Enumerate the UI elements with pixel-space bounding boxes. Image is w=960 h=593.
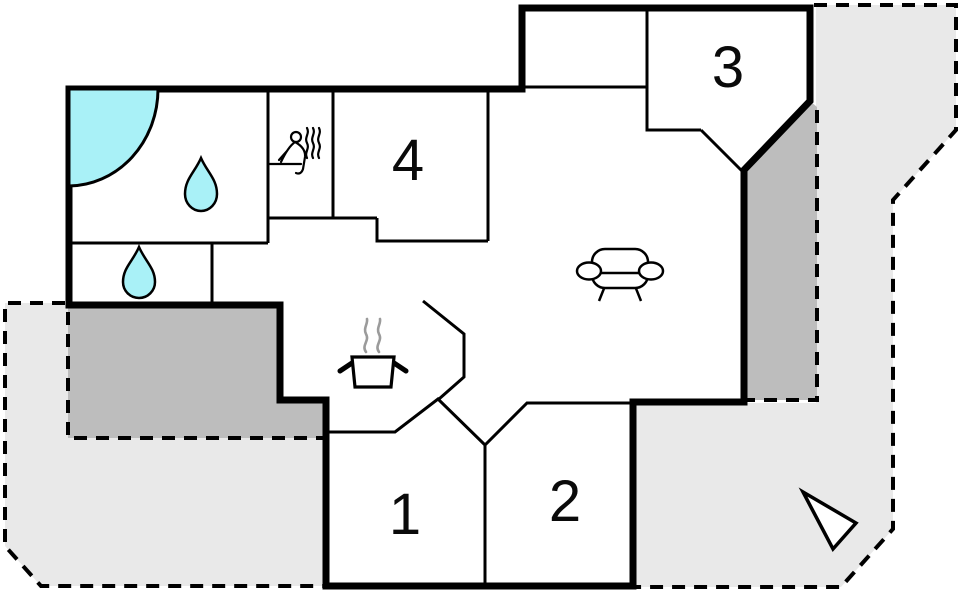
terrace-left-light [5,303,323,586]
terrace-right-divider-dashed [747,110,819,402]
sofa-armrest-right [637,261,665,281]
pot-steam [363,317,382,354]
terrace-right-light [633,5,956,587]
pot-body [350,355,396,389]
shower-water-drop-icon [183,154,219,213]
room-1-label: 1 [389,482,421,547]
sofa-icon [575,247,665,302]
plot-boundary-left-dashed [3,301,323,588]
terrace-right-dark [744,101,817,400]
sofa-armrest-left [575,261,603,281]
sauna-steam [305,126,321,160]
room-3-label: 3 [712,35,744,100]
terrace-left-divider-dashed [66,312,323,440]
interior-walls [69,8,746,586]
corner-bathtub-icon [67,87,160,188]
pot-handles [337,360,409,374]
room-4-label: 4 [392,128,424,193]
north-arrow-icon [798,487,859,553]
sauna-person-body [277,140,307,175]
room-2-label: 2 [549,469,581,534]
terrace-left-dark [68,305,323,438]
cooking-pot-icon [337,317,409,389]
sauna-icon [267,126,321,175]
plot-boundary-right-dashed [634,3,958,589]
wc-water-drop-icon [121,243,157,300]
